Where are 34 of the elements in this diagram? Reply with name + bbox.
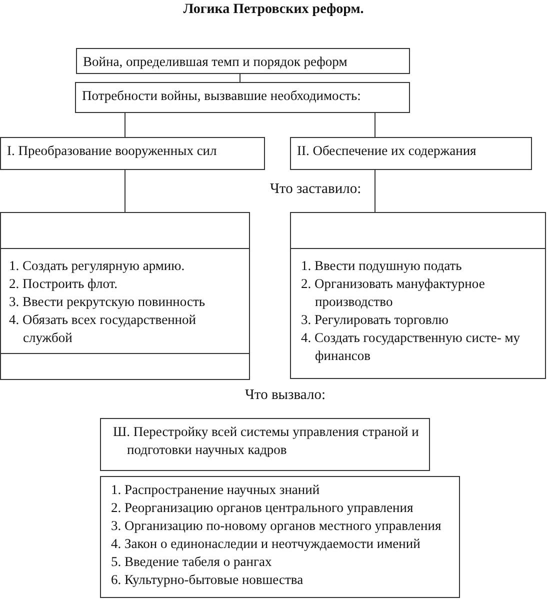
connector-line bbox=[374, 170, 376, 212]
list-item: 3. Ввести рекрутскую повинность bbox=[8, 293, 206, 311]
connector-line bbox=[374, 112, 376, 138]
list-item: 1. Распространение научных знаний bbox=[110, 481, 321, 499]
list-item: 2. Реорганизацию органов центрального управления bbox=[110, 499, 414, 517]
box-text: Война, определившая темп и порядок реформ bbox=[82, 53, 348, 71]
list-item: 3. Регулировать торговлю bbox=[300, 311, 450, 329]
list-item: 4. Закон о единонаследии и неотчуждаемости имений bbox=[110, 535, 422, 553]
box-text: I. Преобразование вооруженных сил bbox=[6, 142, 218, 160]
connector-line bbox=[124, 112, 126, 138]
list-item: 3. Организацию по-новому органов местного управления bbox=[110, 517, 442, 535]
box-text: II. Обеспечение их содержания bbox=[296, 142, 478, 160]
box-text: Потребности войны, вызвавшие необходимость: bbox=[81, 87, 362, 105]
text-box bbox=[100, 418, 430, 471]
list-item: 1. Создать регулярную армию. bbox=[8, 257, 186, 275]
text-box bbox=[0, 137, 265, 170]
list-box bbox=[0, 212, 250, 380]
connector-line bbox=[124, 170, 126, 212]
box-text: Ш. Перестройку всей системы управления страной и подготовки научных кадров bbox=[112, 423, 420, 459]
text-box bbox=[75, 82, 410, 113]
text-box bbox=[76, 48, 410, 74]
list-item: 2. Построить флот. bbox=[8, 275, 119, 293]
list-item: 6. Культурно-бытовые новшества bbox=[110, 571, 304, 589]
text-box bbox=[290, 137, 532, 170]
connector-label: Что заставило: bbox=[270, 181, 362, 198]
list-item: 1. Ввести подушную подать bbox=[300, 257, 463, 275]
list-item: 2. Организовать мануфактурное производство bbox=[300, 275, 486, 311]
list-item: 5. Введение табеля о рангах bbox=[110, 553, 273, 571]
list-box bbox=[100, 476, 460, 598]
list-item: 4. Обязать всех государственной службой bbox=[8, 311, 198, 347]
list-item: 4. Создать государственную систе- му финансов bbox=[300, 329, 521, 365]
diagram-title: Логика Петровских реформ. bbox=[182, 2, 365, 18]
list-box bbox=[290, 212, 546, 379]
connector-label: Что вызвало: bbox=[245, 387, 326, 404]
